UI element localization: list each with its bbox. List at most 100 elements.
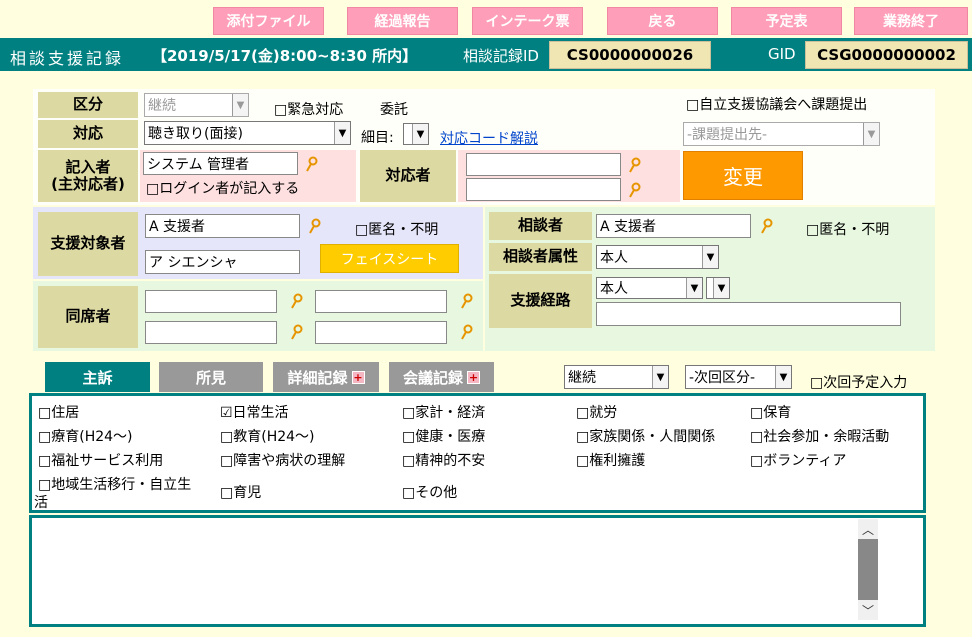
writer-label-line2: (主対応者) <box>51 175 125 193</box>
support-target-label: 支援対象者 <box>38 212 138 276</box>
search-key-icon[interactable] <box>460 324 474 340</box>
search-key-icon[interactable] <box>628 157 642 173</box>
search-key-icon[interactable] <box>308 218 322 234</box>
kubun-select[interactable]: 継続 ▼ <box>144 93 249 117</box>
taiou-value: 聴き取り(面接) <box>148 126 243 142</box>
tab-chief-complaint[interactable]: 主訴 <box>45 362 150 392</box>
companion-input-4[interactable] <box>315 321 447 344</box>
complaint-checkbox[interactable]: ☑日常生活 <box>220 405 289 421</box>
chevron-down-icon: ▼ <box>863 123 879 145</box>
route-detail-input[interactable] <box>596 302 901 326</box>
companion-label: 同席者 <box>38 286 138 348</box>
route-value: 本人 <box>600 281 628 297</box>
target-name-input[interactable]: A 支援者 <box>145 214 300 238</box>
next-schedule-checkbox[interactable]: □次回予定入力 <box>810 375 908 391</box>
search-key-icon[interactable] <box>305 156 319 172</box>
complaint-checkbox[interactable]: □精神的不安 <box>402 453 486 469</box>
complaint-checkbox[interactable]: □保育 <box>750 405 792 421</box>
responder-input-1[interactable] <box>466 153 621 176</box>
complaint-checkbox[interactable]: □就労 <box>576 405 618 421</box>
schedule-button[interactable]: 予定表 <box>731 7 842 35</box>
writer-input[interactable]: システム 管理者 <box>143 152 298 175</box>
writer-label-line1: 記入者 <box>65 157 111 176</box>
issue-destination-value: -課題提出先- <box>687 127 768 143</box>
taiou-select[interactable]: 聴き取り(面接) ▼ <box>144 121 351 145</box>
complaint-checkbox[interactable]: □ボランティア <box>750 453 847 469</box>
search-key-icon[interactable] <box>460 293 474 309</box>
plus-icon: + <box>351 370 365 384</box>
tab-detail-record[interactable]: 詳細記録+ <box>273 362 379 392</box>
tab-meeting-record[interactable]: 会議記録+ <box>389 362 494 392</box>
consultant-name-input[interactable]: A 支援者 <box>596 214 751 238</box>
complaint-checkbox[interactable]: □家計・経済 <box>402 405 486 421</box>
status-select[interactable]: 継続 ▼ <box>564 365 669 389</box>
tab-findings[interactable]: 所見 <box>159 362 263 392</box>
target-kana-input[interactable]: ア シエンシャ <box>145 250 300 274</box>
target-anonymous-checkbox[interactable]: □匿名・不明 <box>355 222 439 238</box>
search-key-icon[interactable] <box>290 293 304 309</box>
search-key-icon[interactable] <box>628 182 642 198</box>
search-key-icon[interactable] <box>760 218 774 234</box>
complaint-checkbox[interactable]: □地域生活移行・自立生 <box>38 477 192 493</box>
consultant-anonymous-checkbox[interactable]: □匿名・不明 <box>806 222 890 238</box>
complaint-checkbox[interactable]: □権利擁護 <box>576 453 646 469</box>
complaint-checkbox[interactable]: □療育(H24～) <box>38 429 133 445</box>
complaint-checkbox[interactable]: □障害や病状の理解 <box>220 453 346 469</box>
taiou-label: 対応 <box>38 120 138 148</box>
complaint-checkbox[interactable]: □住居 <box>38 405 80 421</box>
login-writer-checkbox[interactable]: □ログイン者が記入する <box>146 181 300 197</box>
chevron-down-icon: ▼ <box>412 124 428 144</box>
urgent-checkbox[interactable]: □緊急対応 <box>274 102 344 118</box>
page-title: 相談支援記録 <box>10 49 125 68</box>
consultant-attr-label: 相談者属性 <box>489 243 592 271</box>
next-kubun-value: -次回区分- <box>689 370 756 386</box>
next-kubun-select[interactable]: -次回区分- ▼ <box>685 365 792 389</box>
complaint-checkbox[interactable]: □その他 <box>402 485 458 501</box>
saimoku-select[interactable]: ▼ <box>403 123 429 145</box>
attachments-button[interactable]: 添付ファイル <box>213 7 324 35</box>
issue-destination-select[interactable]: -課題提出先- ▼ <box>683 122 880 146</box>
plus-icon: + <box>467 370 480 384</box>
back-button[interactable]: 戻る <box>607 7 718 35</box>
chief-complaint-panel <box>29 393 926 513</box>
chevron-down-icon: ▼ <box>232 94 248 116</box>
consultant-attr-select[interactable]: 本人 ▼ <box>596 245 719 269</box>
end-work-button[interactable]: 業務終了 <box>854 7 968 35</box>
chevron-down-icon: ▼ <box>775 366 791 388</box>
complaint-checkbox[interactable]: □健康・医療 <box>402 429 486 445</box>
complaint-checkbox[interactable]: □教育(H24～) <box>220 429 315 445</box>
responder-input-2[interactable] <box>466 178 621 201</box>
kubun-label: 区分 <box>38 92 138 118</box>
complaint-checkbox[interactable]: □社会参加・余暇活動 <box>750 429 890 445</box>
route-select[interactable]: 本人 ▼ <box>596 277 703 299</box>
scroll-down-icon[interactable]: ﹀ <box>858 600 878 620</box>
record-id-value: CS0000000026 <box>549 41 711 69</box>
change-button[interactable]: 変更 <box>683 151 803 200</box>
council-checkbox[interactable]: □自立支援協議会へ課題提出 <box>686 97 868 113</box>
consign-label: 委託 <box>380 102 408 118</box>
chevron-down-icon: ▼ <box>686 278 702 298</box>
memo-scrollbar[interactable]: ︿ ﹀ <box>858 519 878 620</box>
memo-textarea[interactable] <box>29 515 926 627</box>
chevron-down-icon: ▼ <box>702 246 718 268</box>
consultant-label: 相談者 <box>489 212 592 240</box>
companion-input-1[interactable] <box>145 290 277 313</box>
complaint-checkbox[interactable]: □福祉サービス利用 <box>38 453 164 469</box>
gid-label: GID <box>768 45 796 63</box>
status-value: 継続 <box>568 370 596 386</box>
complaint-checkbox[interactable]: □育児 <box>220 485 262 501</box>
search-key-icon[interactable] <box>290 324 304 340</box>
companion-input-3[interactable] <box>145 321 277 344</box>
companion-input-2[interactable] <box>315 290 447 313</box>
complaint-checkbox-wrap: 活 <box>34 495 48 511</box>
chevron-down-icon: ▼ <box>713 278 729 298</box>
intake-sheet-button[interactable]: インテーク票 <box>472 7 583 35</box>
chevron-down-icon: ▼ <box>334 122 350 144</box>
face-sheet-button[interactable]: フェイスシート <box>320 244 459 273</box>
progress-report-button[interactable]: 経過報告 <box>347 7 458 35</box>
complaint-checkbox[interactable]: □家族関係・人間関係 <box>576 429 716 445</box>
code-explanation-link[interactable]: 対応コード解説 <box>440 131 538 147</box>
responder-label: 対応者 <box>360 150 456 202</box>
route-sub-select[interactable]: ▼ <box>706 277 730 299</box>
scroll-up-icon[interactable]: ︿ <box>858 519 878 539</box>
